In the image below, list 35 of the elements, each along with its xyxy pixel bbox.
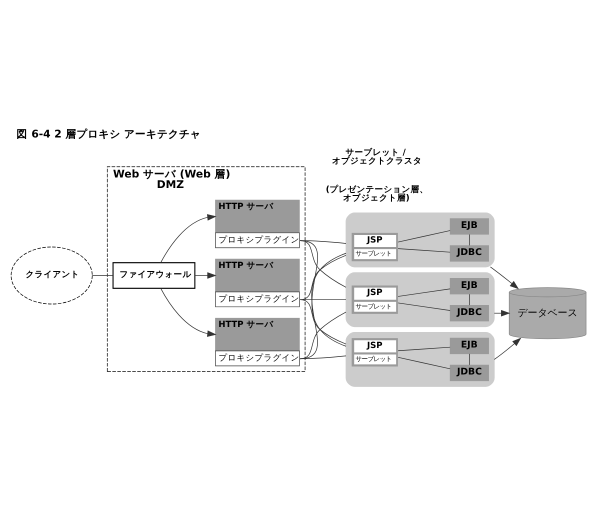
connector: [398, 356, 450, 369]
arrow: [490, 266, 519, 289]
connector: [469, 293, 470, 306]
node-box: JDBC: [450, 364, 489, 381]
connector: [398, 302, 450, 310]
connector: [92, 274, 114, 276]
connector: [398, 288, 450, 296]
connector: [398, 346, 450, 351]
connector: [300, 355, 346, 359]
label: (プレゼンテーション層、オブジェクト層): [326, 184, 429, 204]
node-box: JDBC: [450, 304, 489, 321]
connector: [398, 230, 450, 242]
connector: [300, 311, 346, 359]
cluster: [346, 212, 495, 267]
node-box: EJB: [450, 218, 489, 234]
connector: [398, 248, 450, 252]
node-box: JDBC: [450, 244, 489, 262]
cluster: [346, 332, 495, 386]
arrow: [160, 214, 217, 263]
node-box: EJB: [450, 337, 489, 354]
connector: [300, 240, 346, 346]
node-box: ファイアウォール: [112, 262, 196, 288]
arrow: [194, 272, 217, 278]
diagram-title: 図 6-4 2 層プロキシ アーキテクチャ: [16, 127, 202, 140]
connector: [300, 252, 346, 359]
connector: [300, 298, 346, 344]
node-box: EJB: [450, 278, 489, 294]
arrow: [494, 337, 522, 360]
node-ellipse: クライアント: [10, 246, 93, 304]
connector: [469, 353, 470, 365]
cluster: [346, 272, 495, 327]
connector: [300, 254, 346, 300]
arrow: [160, 287, 217, 336]
connector: [469, 234, 470, 246]
label: サーブレット / オブジェクトクラスタ: [332, 148, 422, 166]
